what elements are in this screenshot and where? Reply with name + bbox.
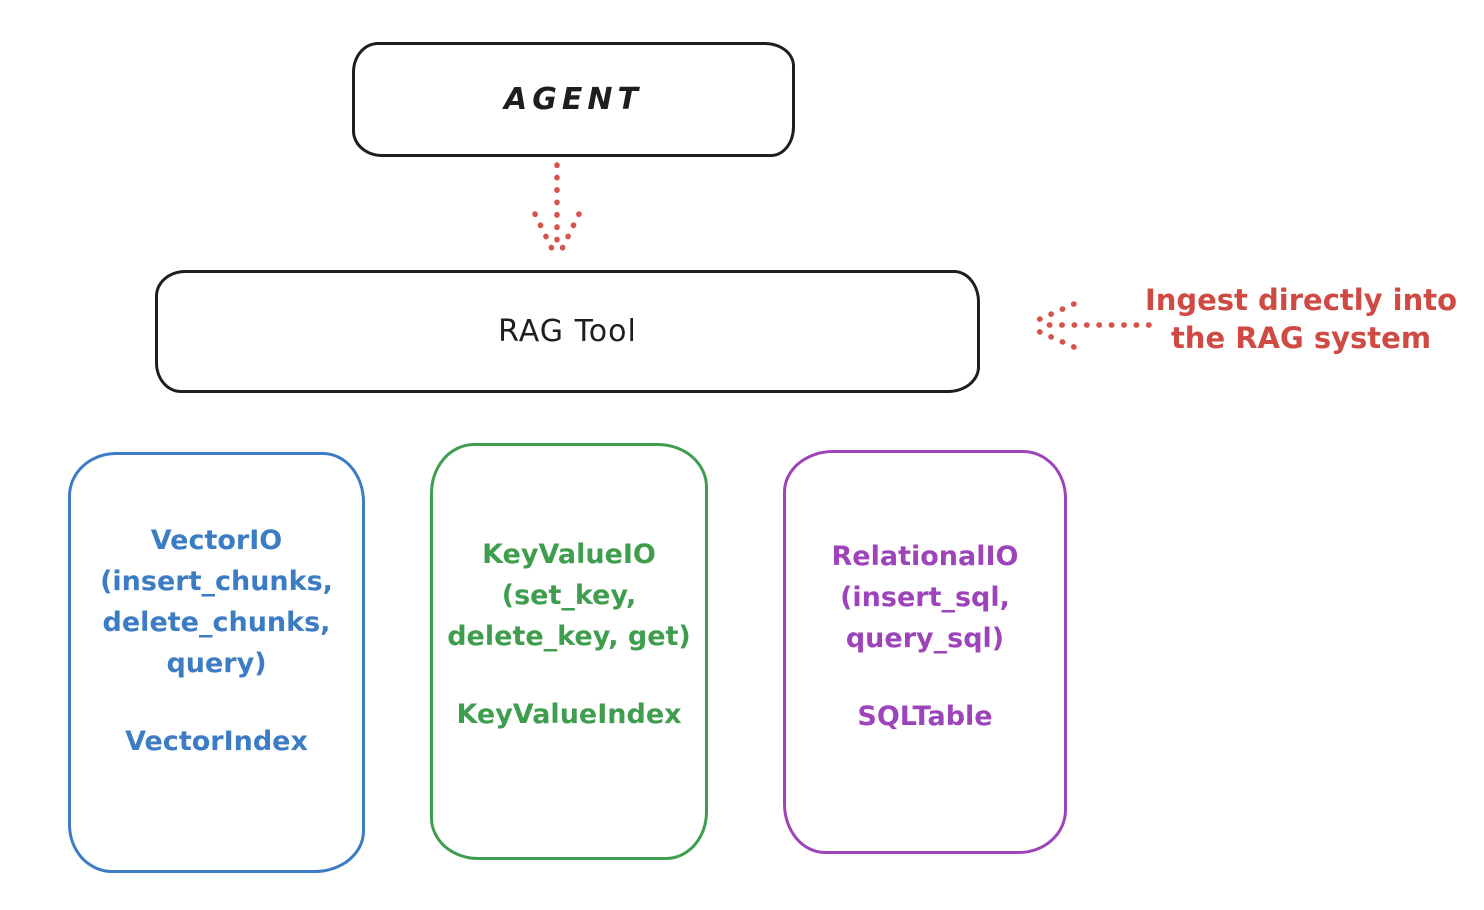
vector-io-title: VectorIO: [150, 525, 283, 556]
keyvalue-io-box: KeyValueIO (set_key, delete_key, get) Ke…: [430, 443, 708, 860]
ingest-annotation-line2: the RAG system: [1170, 321, 1432, 355]
agent-box: AGENT: [352, 42, 795, 157]
rag-tool-box: RAG Tool: [155, 270, 980, 393]
relational-io-methods: RelationalIO (insert_sql, query_sql): [832, 536, 1019, 659]
agent-to-rag-arrow-icon: [532, 162, 582, 258]
relational-io-box: RelationalIO (insert_sql, query_sql) SQL…: [783, 450, 1067, 854]
keyvalue-io-methods: KeyValueIO (set_key, delete_key, get): [447, 534, 691, 657]
keyvalue-index-label: KeyValueIndex: [456, 698, 682, 730]
keyvalue-io-line3: delete_key, get): [447, 620, 691, 652]
vector-io-box: VectorIO (insert_chunks, delete_chunks, …: [68, 452, 365, 873]
relational-io-title: RelationalIO: [831, 541, 1019, 572]
keyvalue-io-line2: (set_key,: [501, 579, 637, 611]
keyvalue-io-title: KeyValueIO: [482, 538, 656, 570]
ingest-annotation: Ingest directly into the RAG system: [1125, 281, 1477, 357]
vector-io-line2: (insert_chunks,: [100, 566, 333, 597]
ingest-annotation-line1: Ingest directly into: [1144, 283, 1458, 317]
agent-label: AGENT: [504, 82, 643, 117]
vector-index-label: VectorIndex: [125, 726, 308, 757]
ingest-to-rag-arrow-icon: [1028, 301, 1152, 350]
vector-io-line3: delete_chunks,: [102, 607, 331, 638]
rag-tool-label: RAG Tool: [498, 314, 637, 349]
vector-io-methods: VectorIO (insert_chunks, delete_chunks, …: [100, 520, 333, 684]
relational-io-line2: (insert_sql,: [840, 582, 1010, 613]
vector-io-line4: query): [166, 648, 267, 679]
sql-table-label: SQLTable: [857, 701, 993, 732]
relational-io-line3: query_sql): [845, 623, 1005, 654]
